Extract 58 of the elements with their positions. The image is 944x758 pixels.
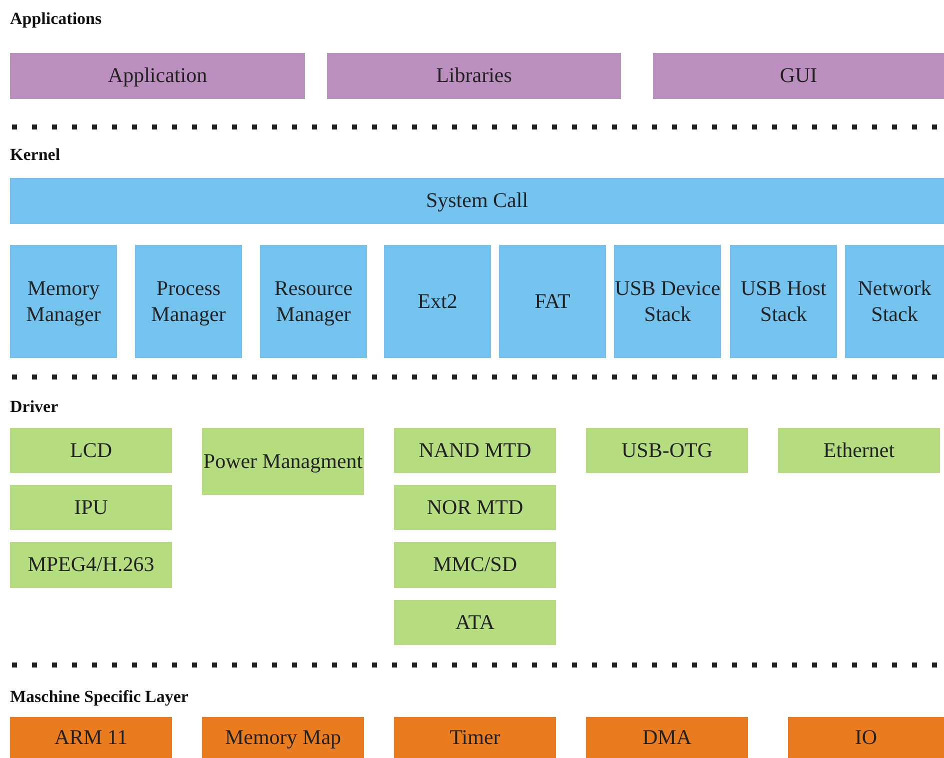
component-label: Ext2 [418,288,458,314]
layer-component-box [778,428,940,473]
component-label: MMC/SD [432,552,518,578]
layer-component-box [327,53,621,99]
layer-component-box [10,53,305,99]
component-label: Memory Map [224,724,342,750]
layer-component-box [384,245,491,358]
layer-component-box [730,245,837,358]
component-label: Memory Manager [25,276,102,327]
layer-component-box [614,245,721,358]
layer-component-box [135,245,242,358]
layer-component-box [394,542,556,588]
layer-component-box [586,717,748,758]
component-label: Timer [450,724,500,750]
layer-heading: Kernel [10,145,60,165]
layer-component-box [10,245,117,358]
layer-component-box [202,717,364,758]
layer-heading: Applications [10,9,102,29]
layer-component-box [394,485,556,530]
component-label: Network Stack [856,276,932,327]
layer-component-box [394,428,556,473]
layer-component-box [10,428,172,473]
layer-component-box [10,717,172,758]
component-label: USB Device Stack [614,276,721,327]
component-label: Ethernet [823,438,895,464]
layer-component-box [394,600,556,645]
layer-component-box [260,245,367,358]
layer-heading: Maschine Specific Layer [10,687,188,707]
component-label: ARM 11 [54,724,128,750]
component-label: NAND MTD [418,438,532,464]
layer-heading: Driver [10,397,58,417]
component-label: GUI [780,63,818,89]
layer-component-box [788,717,944,758]
layer-component-box [202,428,364,495]
component-label: DMA [642,724,692,750]
layer-component-box [499,245,606,358]
component-label: USB Host Stack [740,276,828,327]
layer-component-box [586,428,748,473]
layer-component-box [10,542,172,588]
component-label: LCD [70,438,112,464]
component-label: Process Manager [150,276,227,327]
component-label: Application [108,63,208,89]
layer-component-box [10,178,944,224]
component-label: USB-OTG [621,438,712,464]
layer-component-box [653,53,944,99]
component-label: MPEG4/H.263 [28,552,154,578]
component-label: Power Managment [203,448,363,474]
component-label: IO [854,724,878,750]
component-label: Libraries [436,63,512,89]
component-label: Resource Manager [273,276,354,327]
component-label: System Call [426,188,528,214]
component-label: FAT [534,288,570,314]
layer-component-box [10,485,172,530]
layer-component-box [845,245,944,358]
component-label: NOR MTD [426,494,524,520]
layer-component-box [394,717,556,758]
component-label: IPU [74,494,108,520]
component-label: ATA [455,610,495,636]
